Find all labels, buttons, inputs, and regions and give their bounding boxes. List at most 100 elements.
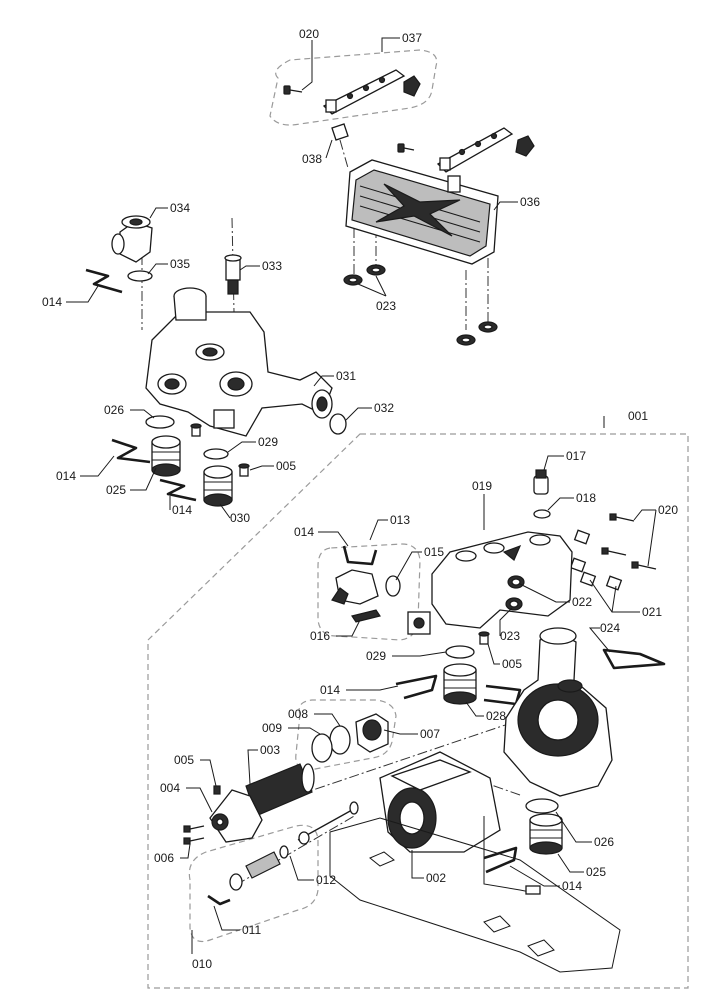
leader <box>543 455 564 471</box>
leader <box>149 207 168 219</box>
fitting-025-left <box>151 435 181 477</box>
callout-010: 010 <box>192 957 212 971</box>
actuator-004 <box>209 789 263 843</box>
callout-035: 035 <box>170 257 190 271</box>
axis-line <box>231 217 235 313</box>
leader <box>249 465 274 471</box>
leader <box>411 850 424 879</box>
clip-037 <box>403 75 421 97</box>
leader <box>499 607 513 636</box>
oring-035 <box>127 270 153 282</box>
clip-024 <box>483 648 666 706</box>
callout-034: 034 <box>170 201 190 215</box>
callout-016: 016 <box>310 629 330 643</box>
leader <box>547 497 574 511</box>
leader <box>130 467 157 491</box>
valve-034 <box>111 215 153 263</box>
leader <box>357 275 387 297</box>
clip-014-f <box>483 846 518 874</box>
manifold-019 <box>407 531 573 635</box>
leader <box>519 583 570 603</box>
leader <box>325 139 333 159</box>
callout-009: 009 <box>262 721 282 735</box>
callout-014-f: 014 <box>562 879 582 893</box>
leader <box>392 651 447 657</box>
callout-019: 019 <box>472 479 492 493</box>
nuts-021 <box>569 529 623 591</box>
fitting-030 <box>203 465 233 507</box>
pump-cable <box>483 816 541 895</box>
leader <box>493 201 518 211</box>
callout-015: 015 <box>424 545 444 559</box>
leader <box>301 40 313 91</box>
leader <box>509 865 560 887</box>
sensor-017 <box>533 469 549 495</box>
callout-011: 011 <box>242 923 261 937</box>
leader <box>381 37 400 52</box>
nut-038 <box>331 123 349 141</box>
boundary-valve <box>295 699 397 771</box>
clip-014-e <box>395 674 438 700</box>
leader <box>383 729 418 735</box>
spindle-011 <box>207 851 281 906</box>
leader <box>180 843 191 859</box>
seal-023-mid <box>505 597 523 611</box>
oring-018 <box>533 509 551 519</box>
pump-motor-002 <box>379 751 501 853</box>
screw-005-left-b <box>238 463 250 477</box>
callout-014-b: 014 <box>56 469 76 483</box>
screw-005-low <box>213 785 221 795</box>
callout-038: 038 <box>302 152 322 166</box>
clip-014-c <box>159 478 197 502</box>
seal-007 <box>355 713 389 753</box>
shaft-012 <box>279 801 359 859</box>
callout-007: 007 <box>420 727 440 741</box>
leader <box>589 579 640 613</box>
callout-014-e: 014 <box>320 683 340 697</box>
leader <box>314 713 341 727</box>
callout-014-a: 014 <box>42 295 62 309</box>
screws-006 <box>183 825 205 845</box>
oring-032 <box>329 413 347 435</box>
bracket-037-left <box>322 69 406 115</box>
axis-line <box>339 139 349 169</box>
cartridge-003 <box>245 763 315 817</box>
callout-021: 021 <box>642 605 662 619</box>
leader <box>239 265 260 271</box>
leader <box>200 759 217 787</box>
callout-031: 031 <box>336 369 356 383</box>
leader <box>346 685 399 691</box>
callout-026-left: 026 <box>104 403 124 417</box>
leader <box>336 619 361 637</box>
valve-body-013 <box>331 569 379 605</box>
screw-036 <box>397 143 415 153</box>
screw-005-mid <box>478 631 490 645</box>
callout-023-top: 023 <box>376 299 396 313</box>
callout-005-mid: 005 <box>502 657 522 671</box>
callout-017: 017 <box>566 449 586 463</box>
leader <box>288 727 321 735</box>
leader <box>289 855 314 881</box>
leader <box>369 519 388 541</box>
callout-024: 024 <box>600 621 620 635</box>
leader <box>487 643 500 665</box>
sensor-033 <box>224 254 242 295</box>
boundary-001 <box>147 433 689 989</box>
heat-exchanger-036 <box>345 159 499 265</box>
oring-026-left <box>145 415 175 429</box>
callout-030: 030 <box>230 511 250 525</box>
callout-025-right: 025 <box>586 865 606 879</box>
callout-037: 037 <box>402 31 422 45</box>
callout-001: 001 <box>628 409 648 423</box>
leader <box>345 407 372 421</box>
callout-012: 012 <box>316 873 336 887</box>
boundary-037 <box>269 49 438 126</box>
leader <box>318 531 349 547</box>
leader <box>213 905 240 931</box>
callout-020-top: 020 <box>299 27 319 41</box>
bracket-036-right <box>436 127 535 173</box>
oring-009 <box>311 733 333 763</box>
leader <box>66 285 99 303</box>
